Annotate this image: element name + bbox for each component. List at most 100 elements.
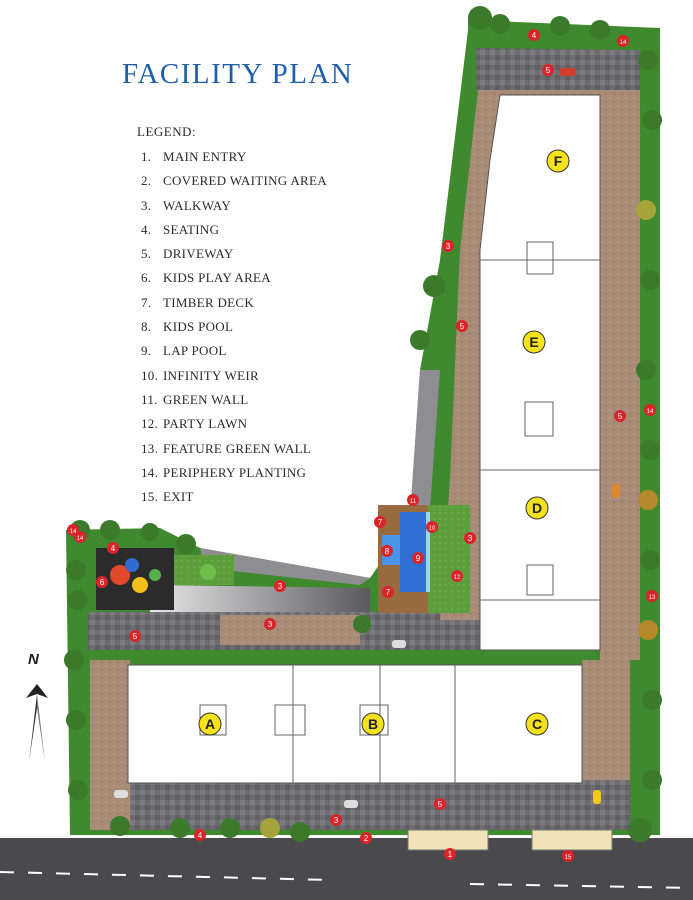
plan-marker: 12 [451, 570, 463, 582]
legend-item: 6. KIDS PLAY AREA [141, 269, 327, 293]
tower-badge: E [522, 330, 546, 354]
tower-badge: A [198, 712, 222, 736]
road-lane-markings [0, 871, 693, 889]
tower-badge-label: C [532, 716, 542, 732]
legend-item: 12.PARTY LAWN [141, 415, 327, 439]
legend-item-label: PARTY LAWN [163, 416, 248, 432]
plan-marker: 14 [617, 35, 629, 47]
tower-badge: D [525, 496, 549, 520]
main-entry-gate [407, 829, 489, 851]
plan-marker: 8 [381, 545, 393, 557]
plan-marker-label: 5 [438, 800, 443, 809]
tower-badge: C [525, 712, 549, 736]
legend-item: 11.GREEN WALL [141, 391, 327, 415]
legend-item-number: 7. [141, 294, 152, 310]
plan-marker: 3 [274, 580, 286, 592]
tower-badge-label: D [532, 500, 542, 516]
plan-marker-label: 12 [454, 575, 461, 581]
legend-item-label: INFINITY WEIR [163, 367, 259, 383]
plan-marker-label: 14 [620, 40, 627, 46]
legend-item-label: WALKWAY [163, 197, 232, 213]
plan-marker: 7 [382, 586, 394, 598]
plan-marker: 15 [562, 850, 574, 862]
plan-marker-label: 14 [77, 536, 84, 542]
legend-item-number: 9. [141, 343, 152, 359]
plan-marker: 5 [129, 630, 141, 642]
legend-item-number: 3. [141, 197, 152, 213]
legend-item: 3. WALKWAY [141, 197, 327, 221]
walkway [582, 660, 630, 780]
tower-badge-label: B [368, 716, 378, 732]
plan-marker-label: 1 [448, 850, 453, 859]
plan-marker: 10 [426, 521, 438, 533]
legend-item: 10.INFINITY WEIR [141, 367, 327, 391]
walkway [220, 615, 360, 645]
legend-item-label: MAIN ENTRY [163, 149, 247, 164]
trees [64, 6, 662, 842]
legend-item-label: GREEN WALL [163, 391, 249, 407]
plan-marker: 3 [330, 814, 342, 826]
plan-marker-label: 3 [268, 620, 273, 629]
service-strip [200, 548, 370, 585]
legend-item-number: 10. [141, 367, 159, 383]
plan-marker-label: 2 [364, 834, 369, 843]
plan-marker: 7 [374, 516, 386, 528]
legend-item: 4. SEATING [141, 221, 327, 245]
party-lawn [428, 505, 470, 613]
page-title: FACILITY PLAN [122, 58, 354, 90]
legend-item: 14.PERIPHERY PLANTING [141, 464, 327, 488]
legend-item-number: 5. [141, 246, 152, 262]
plan-marker-label: 7 [378, 518, 383, 527]
legend-item-label: KIDS POOL [163, 319, 234, 335]
plan-marker-label: 7 [386, 588, 391, 597]
plan-marker-label: 4 [111, 544, 116, 553]
legend-item-number: 6. [141, 270, 152, 286]
tower-badge: B [361, 712, 385, 736]
plan-marker: 5 [614, 410, 626, 422]
plan-marker-label: 14 [70, 529, 77, 535]
legend-item-label: KIDS PLAY AREA [163, 270, 271, 286]
plan-marker: 5 [456, 320, 468, 332]
legend-item: 7.TIMBER DECK [141, 294, 327, 318]
legend-item-label: SEATING [163, 221, 220, 237]
plan-marker-label: 5 [133, 632, 138, 641]
legend-item-number: 13. [141, 440, 159, 456]
legend-item-number: 12. [141, 416, 159, 432]
plan-marker-label: 6 [100, 578, 105, 587]
legend-item-number: 4. [141, 221, 152, 237]
legend-item-label: DRIVEWAY [163, 246, 234, 262]
plan-marker-label: 11 [410, 499, 417, 505]
plan-marker: 1 [444, 848, 456, 860]
plan-marker: 2 [360, 832, 372, 844]
plan-marker: 3 [442, 240, 454, 252]
legend-item-number: 14. [141, 464, 159, 480]
plan-marker: 4 [528, 29, 540, 41]
infinity-weir [426, 512, 430, 592]
plan-marker-label: 13 [649, 595, 656, 601]
exit-gate [531, 829, 613, 851]
plan-marker-label: 4 [532, 31, 537, 40]
legend-item-number: 15. [141, 489, 159, 505]
legend-item-label: COVERED WAITING AREA [163, 173, 327, 189]
plan-marker: 14 [67, 524, 79, 536]
plan-marker-label: 3 [334, 816, 339, 825]
plan-marker: 4 [107, 542, 119, 554]
ramp [150, 585, 370, 612]
plan-marker: 4 [194, 829, 206, 841]
legend-item: 8. KIDS POOL [141, 318, 327, 342]
plan-marker: 6 [96, 576, 108, 588]
plan-marker-label: 3 [278, 582, 283, 591]
lap-pool [400, 512, 428, 592]
plan-marker: 9 [412, 552, 424, 564]
plan-marker: 13 [646, 590, 658, 602]
legend-item-label: FEATURE GREEN WALL [163, 440, 312, 456]
legend-item-number: 8. [141, 319, 152, 335]
plan-marker-label: 15 [565, 855, 572, 861]
plan-marker: 11 [407, 494, 419, 506]
plan-marker: 14 [644, 404, 656, 416]
plan-marker-label: 5 [546, 66, 551, 75]
plan-marker-label: 3 [446, 242, 451, 251]
